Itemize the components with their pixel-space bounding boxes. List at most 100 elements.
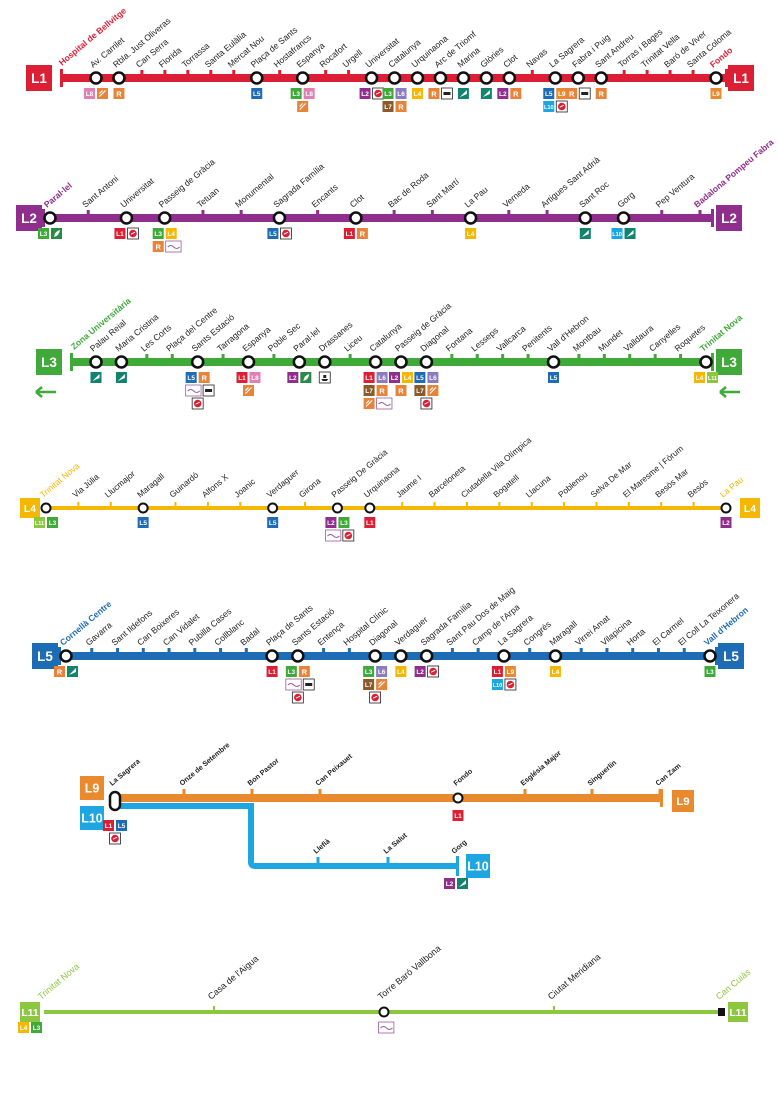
station-can-cuias[interactable]: Can Cuiàs [714,967,753,1002]
fgc-icon[interactable] [363,398,375,409]
connection-l4[interactable]: L4 [549,666,561,677]
renfe-icon[interactable] [325,529,342,542]
connection-l6[interactable]: L6 [427,372,439,383]
connection-l1[interactable]: L1 [114,228,126,239]
connection-l3[interactable]: L3 [363,666,375,677]
station-jaume-i[interactable]: Jaume I [394,473,423,507]
line-badge-l1[interactable]: L1 [728,65,754,91]
renfe-icon[interactable] [285,678,302,691]
rodalies-icon[interactable]: R [298,666,310,677]
airport-bus-icon[interactable] [372,87,384,100]
station-can-zam[interactable]: Can Zam [654,761,683,795]
connection-l3[interactable]: L3 [382,88,394,99]
station-vallcarca[interactable]: Vallcarca [495,323,528,360]
line-badge-l3[interactable]: L3 [36,349,62,375]
fgc-icon[interactable] [297,101,309,112]
connection-l3[interactable]: L3 [338,517,350,528]
connection-l9[interactable]: L9 [504,666,516,677]
rodalies-icon[interactable]: R [510,88,522,99]
station-poblenou[interactable]: Poblenou [556,469,590,507]
connection-l7[interactable]: L7 [363,385,375,396]
rodalies-icon[interactable]: R [356,228,368,239]
airport-bus-icon[interactable] [369,691,382,704]
station-besos[interactable]: Besòs [685,477,710,507]
tram-icon[interactable] [624,228,636,239]
connection-l11[interactable]: L11 [707,372,718,383]
station-llucmajor[interactable]: Llucmajor [103,468,137,507]
airport-bus-icon[interactable] [420,397,433,410]
connection-l7[interactable]: L7 [363,679,375,690]
connection-l10[interactable]: L10 [543,101,555,112]
connection-l3[interactable]: L3 [704,666,716,677]
station-marina[interactable]: Marina [455,45,482,99]
station-singuerlin[interactable]: Singuerlín [586,758,619,795]
line-badge-l3[interactable]: L3 [716,349,742,375]
connection-l8[interactable]: L8 [84,88,95,99]
station-bon-pastor[interactable]: Bon Pastor [246,756,281,795]
renfe-icon[interactable] [185,384,202,397]
train-icon[interactable] [441,87,453,100]
airport-bus-icon[interactable] [191,397,204,410]
line-badge-l11[interactable]: L11 [20,1002,40,1022]
connection-l2[interactable]: L2 [414,666,426,677]
connection-l4[interactable]: L4 [411,88,423,99]
fgc-icon[interactable] [376,679,388,690]
connection-l2[interactable]: L2 [287,372,299,383]
station-badal[interactable]: Badal [238,626,262,654]
tram-icon[interactable] [90,372,102,383]
ship-icon[interactable] [318,371,331,384]
airport-bus-icon[interactable] [109,832,121,845]
station-llacuna[interactable]: Llacuna [524,473,553,507]
rodalies-icon[interactable]: R [376,385,388,396]
connection-l3[interactable]: L3 [47,517,58,528]
rodalies-icon[interactable]: R [198,372,210,383]
rodalies-icon[interactable]: R [428,88,440,99]
connection-l7[interactable]: L7 [414,385,426,396]
airport-bus-icon[interactable] [504,678,517,691]
connection-l4[interactable]: L4 [395,666,407,677]
line-badge-l11[interactable]: L11 [728,1002,748,1022]
airport-bus-icon[interactable] [342,529,355,542]
airport-bus-icon[interactable] [280,227,292,240]
station-via-julia[interactable]: Via Júlia [70,471,101,507]
renfe-icon[interactable] [165,240,182,253]
connection-l3[interactable]: L3 [152,228,164,239]
connection-l5[interactable]: L5 [548,372,559,383]
station-bac-de-roda[interactable]: Bac de Roda [386,170,431,216]
connection-l5[interactable]: L5 [137,517,149,528]
station-badalona-pompeu-fabra[interactable]: Badalona Pompeu Fabra [692,137,776,216]
connection-l9[interactable]: L9 [556,88,568,99]
connection-l6[interactable]: L6 [376,666,388,677]
connection-l5[interactable]: L5 [251,88,263,99]
connection-l1[interactable]: L1 [364,517,376,528]
station-sant-roc[interactable]: Sant Roc [577,179,611,239]
line-badge-l5[interactable]: L5 [32,643,58,669]
connection-l2[interactable]: L2 [389,372,400,383]
station-el-carmel[interactable]: El Carmel [650,616,686,654]
station-encants[interactable]: Encants [310,182,340,216]
connection-l8[interactable]: L8 [249,372,261,383]
line-badge-l2[interactable]: L2 [716,205,742,231]
airport-bus-icon[interactable] [427,665,440,678]
tram-icon[interactable] [480,88,492,99]
line-badge-l10[interactable]: L10 [466,854,490,878]
connection-l1[interactable]: L1 [491,666,503,677]
station-llefia[interactable]: Llefià [312,836,333,863]
airport-bus-icon[interactable] [555,100,568,113]
tram-icon[interactable] [579,228,591,239]
station-bogatell[interactable]: Bogatell [491,472,521,507]
train-icon[interactable] [302,678,315,691]
station-valldaura[interactable]: Valldaura [622,323,656,360]
connection-l5[interactable]: L5 [543,88,555,99]
connection-l1[interactable]: L1 [452,810,464,821]
connection-l1[interactable]: L1 [363,372,375,383]
connection-l2[interactable]: L2 [497,88,509,99]
